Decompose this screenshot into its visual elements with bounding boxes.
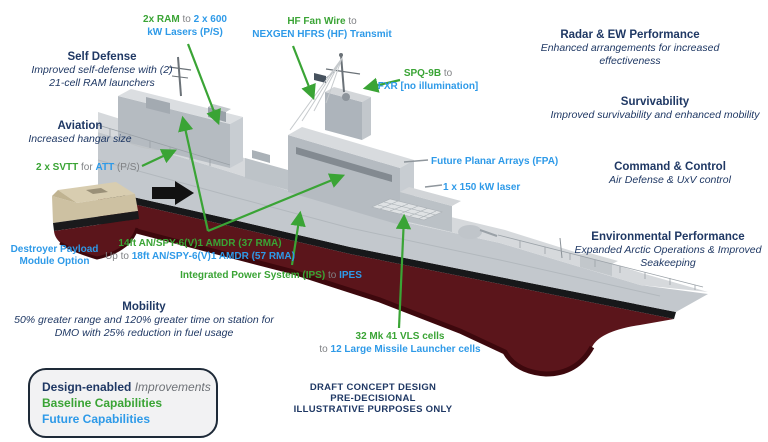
feature-command-control: Command & Control Air Defense & UxV cont… [609,161,731,186]
callout-fpa: Future Planar Arrays (FPA) [431,156,559,167]
bridge-windows [296,147,392,182]
legend-design-enabled: Design-enabled [42,380,132,394]
green-arrow-ram [186,43,221,126]
green-arrow-spq9b [362,77,401,93]
callout-payload-module: Destroyer Payload Module Option [10,244,99,267]
feature-self-defense: Self Defense Improved self-defense with … [27,50,177,90]
payload-module-illustration [52,182,139,260]
callout-ram-to-laser: 2x RAM to 2 x 600 kW Lasers (P/S) [143,14,227,38]
feature-body: Improved self-defense with (2) 21-cell R… [31,64,173,89]
feature-mobility: Mobility 50% greater range and 120% grea… [14,301,274,339]
legend-box: Design-enabled Improvements Baseline Cap… [28,368,218,438]
transform-arrow-icon [152,181,194,205]
callout-svtt: 2 x SVTT for ATT (P/S) [36,162,140,173]
green-arrow-vls [395,213,412,329]
hf-fan-wires [289,57,343,131]
feature-title: Self Defense [67,51,137,63]
aft-deckhouse [118,56,243,168]
feature-aviation: Aviation Increased hangar size [28,120,132,145]
feature-radar-ew: Radar & EW Performance Enhanced arrangem… [540,29,720,67]
spq-radar-dome [342,93,350,101]
gun-mount [458,225,482,239]
feature-survivability: Survivability Improved survivability and… [550,96,760,121]
legend-baseline: Baseline Capabilities [42,396,163,410]
green-arrow-amdr-aft [178,115,210,232]
railings [97,124,704,290]
draft-disclaimer: DRAFT CONCEPT DESIGN PRE-DECISIONAL ILLU… [293,382,453,415]
callout-vls: 32 Mk 41 VLS cells to 12 Large Missile L… [319,331,481,355]
signal-flag [314,73,326,83]
baseline-text: 2x RAM [143,14,180,25]
callout-arrows [141,43,412,329]
callout-150kw-laser: 1 x 150 kW laser [443,182,521,193]
green-arrow-svtt [141,149,177,167]
main-mast [314,53,371,140]
green-arrow-hf-fan-wire [291,45,316,101]
forecastle [97,124,704,290]
legend-future: Future Capabilities [42,412,151,426]
feature-environmental: Environmental Performance Expanded Arcti… [574,231,762,269]
midship-boats [245,150,288,190]
green-arrow-amdr-fwd [207,173,346,233]
green-arrow-ips [290,210,306,266]
gray-pointer-lines [403,159,443,188]
callout-amdr: 14ft AN/SPY-6(V)1 AMDR (37 RMA) Up to 18… [105,238,295,262]
callout-hf-fan-wire: HF Fan Wire to NEXGEN HFRS (HF) Transmit [252,16,392,40]
callout-spq9b: SPQ-9B to FXR [no illumination] [377,68,479,92]
future-text: kW Lasers (P/S) [147,27,223,38]
callout-ips: Integrated Power System (IPS) to IPES [180,270,362,281]
